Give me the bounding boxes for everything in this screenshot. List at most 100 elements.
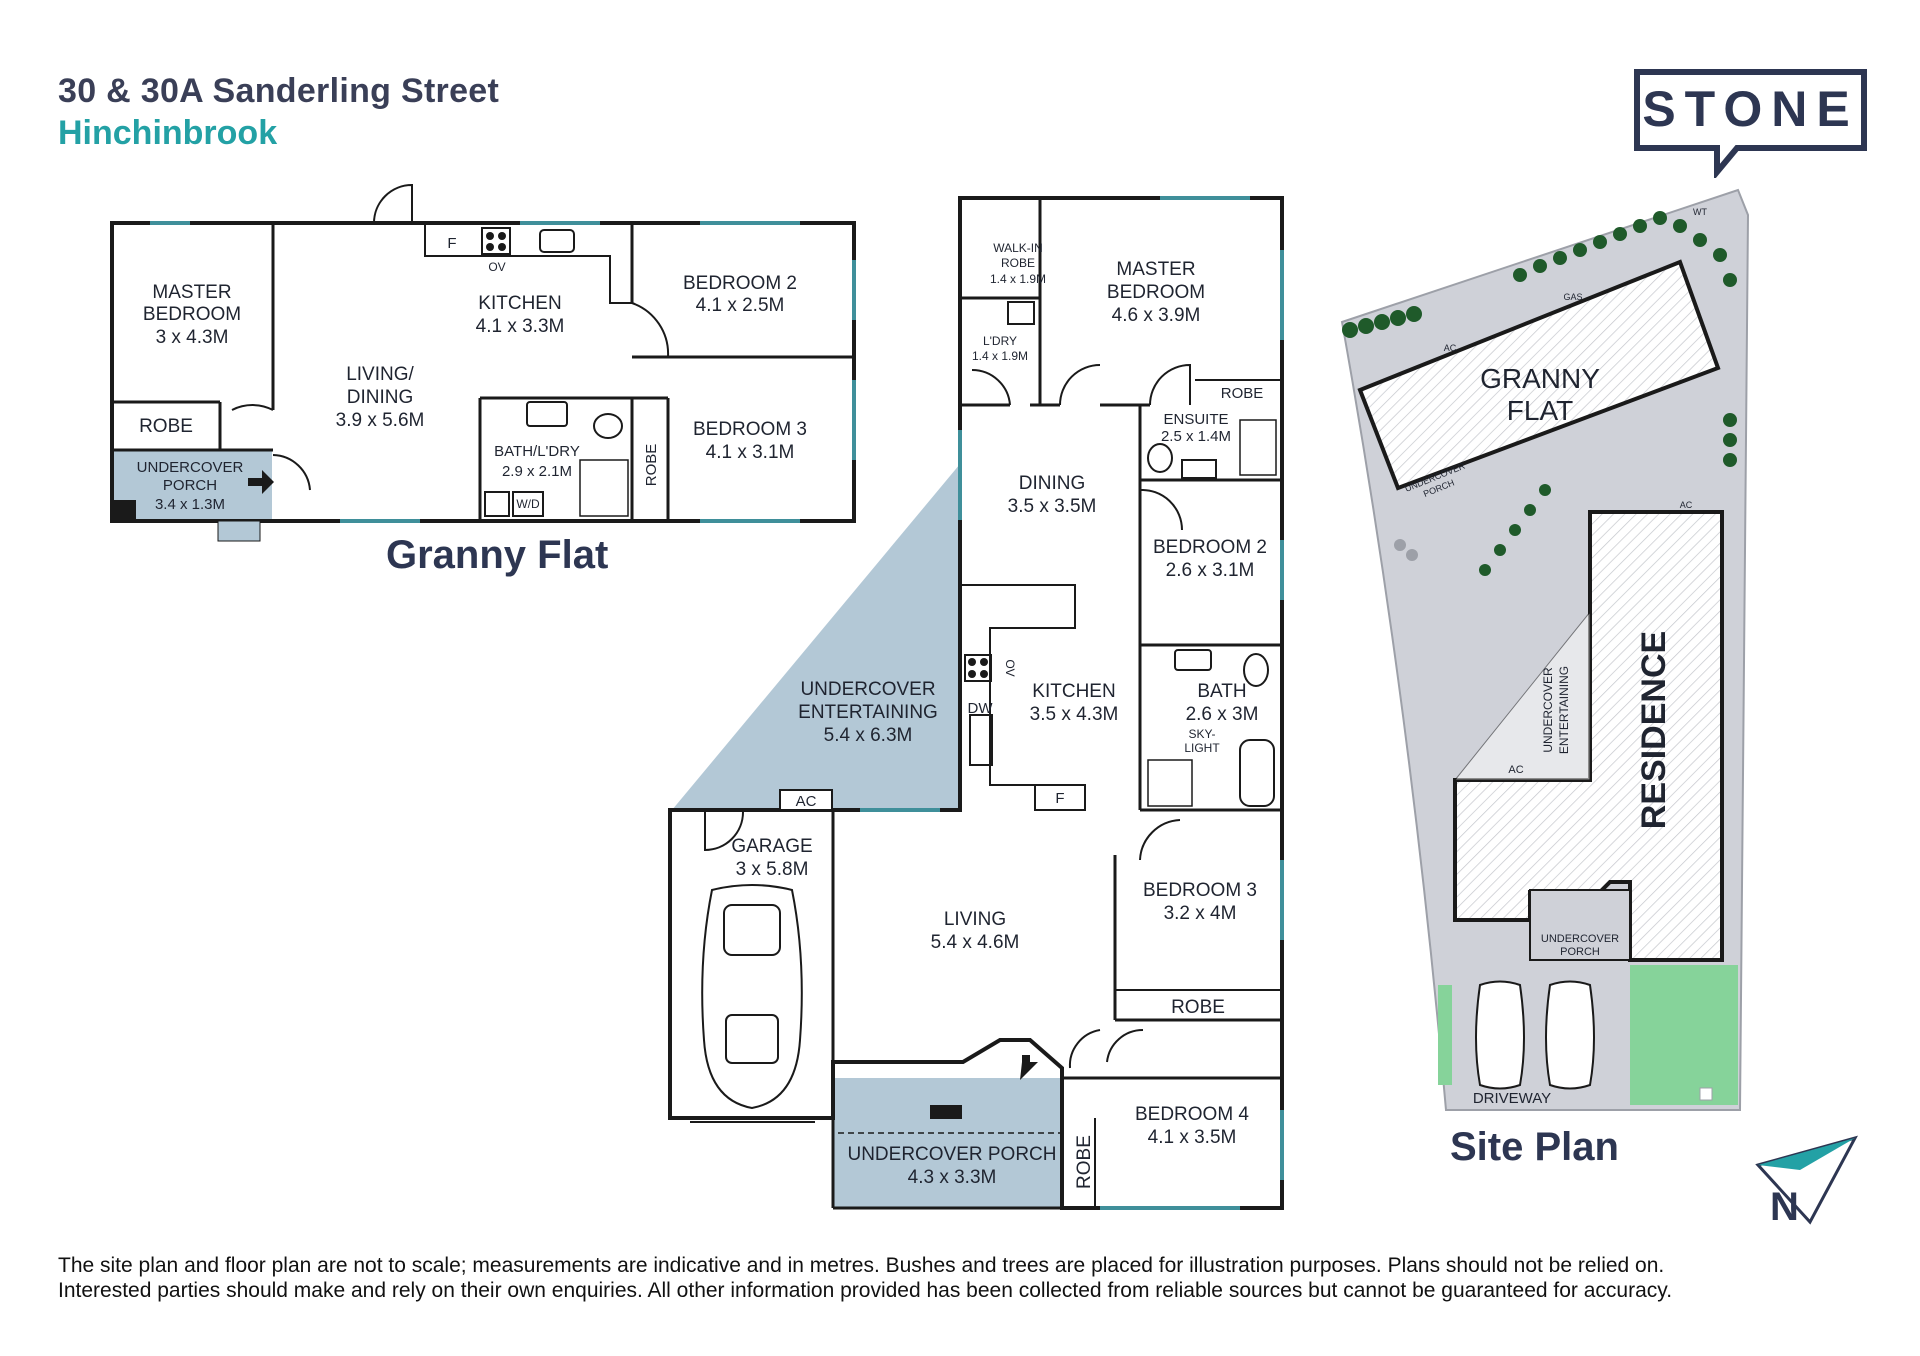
site-granny-flat-label2: FLAT (1507, 395, 1573, 426)
entertaining-size: 5.4 x 6.3M (824, 725, 913, 746)
site-granny-flat-label: GRANNY (1480, 363, 1600, 394)
garage-car-icon (701, 884, 803, 1110)
ac-label: AC (796, 793, 817, 810)
garage-label: GARAGE (731, 836, 812, 857)
gf-robe-label: ROBE (139, 416, 193, 437)
property-address: 30 & 30A Sanderling Street (58, 72, 500, 110)
gf-kitchen-label: KITCHEN (478, 293, 561, 314)
bedroom2-size: 2.6 x 3.1M (1166, 560, 1255, 581)
residence-outer-wall (668, 196, 1284, 1210)
bath-label: BATH (1197, 681, 1246, 702)
gf-fridge-label: F (447, 235, 456, 252)
site-entertaining-label2: ENTERTAINING (1557, 666, 1571, 754)
dining-label: DINING (1019, 473, 1086, 494)
stone-logo-icon (1634, 69, 1867, 181)
site-porch-label2: PORCH (1560, 946, 1600, 958)
site-wt-label: WT (1693, 207, 1707, 217)
site-ac2-label: AC (1680, 500, 1693, 510)
skylight-label2: LIGHT (1184, 741, 1220, 755)
dishwasher-label: DW (968, 700, 994, 717)
master-robe-label: ROBE (1221, 385, 1264, 402)
gf-bedroom2-label: BEDROOM 2 (683, 273, 797, 294)
ldry-size: 1.4 x 1.9M (972, 349, 1028, 363)
gf-master-bedroom-label2: BEDROOM (143, 304, 241, 325)
site-cars-icon (1475, 980, 1595, 1090)
site-plan-caption: Site Plan (1450, 1125, 1619, 1169)
residence-plan: WALK-IN ROBE 1.4 x 1.9M L'DRY 1.4 x 1.9M… (668, 196, 1284, 1210)
gf-bath-label: BATH/L'DRY (494, 443, 580, 460)
bedroom3-robe-label: ROBE (1171, 997, 1225, 1018)
north-label: N (1770, 1185, 1799, 1229)
dining-size: 3.5 x 3.5M (1008, 496, 1097, 517)
site-porch-label: UNDERCOVER (1541, 933, 1619, 945)
gf-living-size: 3.9 x 5.6M (336, 410, 425, 431)
gf-living-label2: DINING (347, 387, 414, 408)
front-lawn (1630, 965, 1738, 1105)
gf-bath-size: 2.9 x 2.1M (502, 463, 572, 480)
gf-master-bedroom-size: 3 x 4.3M (156, 327, 229, 348)
bedroom4-robe-label: ROBE (1074, 1135, 1095, 1189)
entertaining-label2: ENTERTAINING (798, 702, 938, 723)
fridge-label: F (1055, 790, 1064, 807)
bedroom3-size: 3.2 x 4M (1164, 903, 1237, 924)
master-bedroom-label: MASTER (1116, 259, 1195, 280)
disclaimer-line-2: Interested parties should make and rely … (58, 1279, 1673, 1302)
gf-master-bedroom-label: MASTER (152, 282, 231, 303)
site-entertaining-label: UNDERCOVER (1541, 667, 1555, 753)
bath-size: 2.6 x 3M (1186, 704, 1259, 725)
gf-bedroom3-label: BEDROOM 3 (693, 419, 807, 440)
entertaining-label: UNDERCOVER (800, 679, 935, 700)
site-gas-label: GAS (1563, 292, 1582, 302)
disclaimer: The site plan and floor plan are not to … (58, 1253, 1878, 1303)
bedroom2-label: BEDROOM 2 (1153, 537, 1267, 558)
bedroom3-label: BEDROOM 3 (1143, 880, 1257, 901)
granny-outer-wall (110, 221, 856, 523)
bedroom4-label: BEDROOM 4 (1135, 1104, 1249, 1125)
site-residence-label: RESIDENCE (1635, 631, 1673, 829)
stone-logo-text: STONE (1642, 81, 1859, 137)
skylight-label: SKY- (1189, 727, 1216, 741)
porch-fill (833, 1078, 1062, 1208)
ldry-label: L'DRY (983, 334, 1017, 348)
garage-size: 3 x 5.8M (736, 859, 809, 880)
site-ac1-label: AC (1444, 343, 1457, 353)
porch-size: 4.3 x 3.3M (908, 1167, 997, 1188)
site-ac3-label: AC (1508, 764, 1523, 776)
gf-kitchen-size: 4.1 x 3.3M (476, 316, 565, 337)
master-bedroom-label2: BEDROOM (1107, 282, 1205, 303)
site-granny-flat (1357, 259, 1721, 491)
kitchen-label: KITCHEN (1032, 681, 1115, 702)
disclaimer-line-1: The site plan and floor plan are not to … (58, 1254, 1665, 1277)
walkin-robe-label2: ROBE (1001, 256, 1035, 270)
granny-flat-caption: Granny Flat (386, 533, 608, 577)
north-arrow-icon: N (1755, 1135, 1858, 1229)
oven-label: OV (1003, 659, 1017, 676)
bedroom4-size: 4.1 x 3.5M (1148, 1127, 1237, 1148)
property-suburb: Hinchinbrook (58, 114, 278, 152)
gf-wd-label: W/D (516, 497, 540, 511)
granny-porch-fill (112, 450, 272, 522)
kitchen-size: 3.5 x 4.3M (1030, 704, 1119, 725)
site-driveway-label: DRIVEWAY (1473, 1090, 1551, 1107)
ensuite-label: ENSUITE (1163, 411, 1228, 428)
gf-porch-label: UNDERCOVER (137, 459, 244, 476)
entertaining-fill (672, 464, 960, 810)
gf-bedroom3-size: 4.1 x 3.1M (706, 442, 795, 463)
walkin-robe-size: 1.4 x 1.9M (990, 272, 1046, 286)
gf-porch-size: 3.4 x 1.3M (155, 496, 225, 513)
living-label: LIVING (944, 909, 1006, 930)
gf-porch-label2: PORCH (163, 477, 217, 494)
gf-robe-vertical-label: ROBE (643, 444, 660, 487)
stone-logo: STONE (1633, 68, 1868, 181)
walkin-robe-label: WALK-IN (993, 241, 1043, 255)
master-bedroom-size: 4.6 x 3.9M (1112, 305, 1201, 326)
ensuite-size: 2.5 x 1.4M (1161, 428, 1231, 445)
gf-bedroom2-size: 4.1 x 2.5M (696, 295, 785, 316)
gf-oven-label: OV (488, 260, 505, 274)
granny-flat-plan: MASTER BEDROOM 3 x 4.3M ROBE UNDERCOVER … (110, 183, 856, 577)
gf-living-label: LIVING/ (346, 364, 414, 385)
site-plan: GRANNY FLAT RESIDENCE UNDERCOVER ENTERTA… (1340, 188, 1858, 1229)
porch-label: UNDERCOVER PORCH (847, 1144, 1056, 1165)
living-size: 5.4 x 4.6M (931, 932, 1020, 953)
